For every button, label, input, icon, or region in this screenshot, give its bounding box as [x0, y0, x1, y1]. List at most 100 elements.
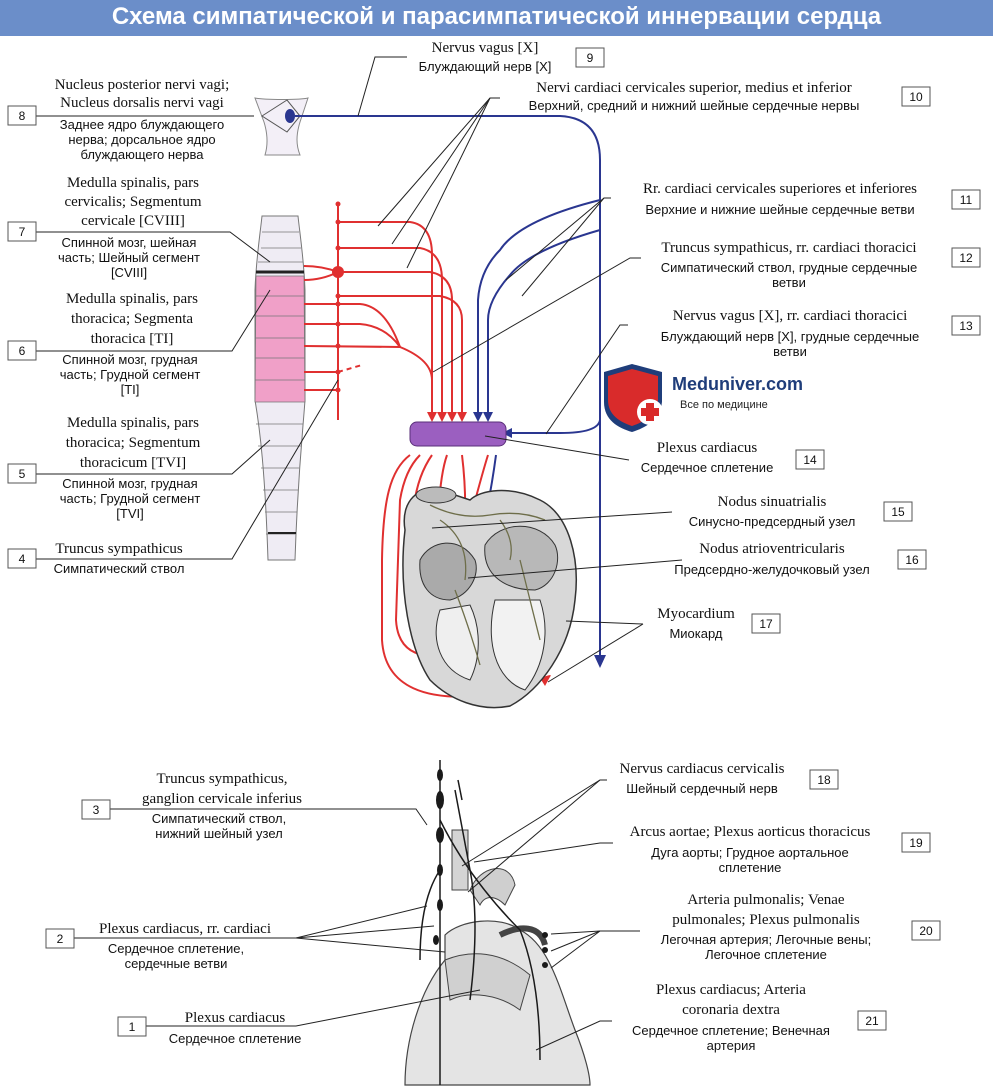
svg-text:18: 18: [817, 773, 831, 787]
svg-text:Симпатический ствол,: Симпатический ствол,: [152, 811, 286, 826]
vagal-nucleus-dot: [285, 109, 295, 123]
svg-text:Миокард: Миокард: [669, 626, 722, 641]
label-17: 17 Myocardium Миокард: [657, 606, 773, 641]
number-boxes: [7, 47, 981, 1037]
cardiac-plexus-bar: [409, 421, 507, 447]
svg-text:Сердечное сплетение; Венечная: Сердечное сплетение; Венечная: [632, 1023, 830, 1038]
svg-text:нижний шейный узел: нижний шейный узел: [155, 826, 282, 841]
svg-text:Предсердно-желудочковый узел: Предсердно-желудочковый узел: [674, 562, 869, 577]
label-11: 11 Rr. cardiaci cervicales superiores et…: [643, 181, 973, 217]
svg-text:Medulla spinalis, pars: Medulla spinalis, pars: [67, 415, 199, 431]
svg-text:Шейный сердечный нерв: Шейный сердечный нерв: [626, 781, 778, 796]
svg-text:ganglion cervicale inferius: ganglion cervicale inferius: [142, 791, 302, 807]
svg-text:19: 19: [909, 836, 923, 850]
svg-text:Plexus cardiacus: Plexus cardiacus: [185, 1010, 286, 1026]
svg-text:Спинной мозг, грудная: Спинной мозг, грудная: [62, 352, 197, 367]
svg-text:часть; Шейный сегмент: часть; Шейный сегмент: [58, 250, 200, 265]
label-18: 18 Nervus cardiacus cervicalis Шейный се…: [620, 761, 831, 796]
label-5: 5 Medulla spinalis, pars thoracica; Segm…: [19, 415, 201, 521]
svg-text:Сердечное сплетение: Сердечное сплетение: [169, 1031, 302, 1046]
svg-text:Симпатический ствол: Симпатический ствол: [54, 561, 185, 576]
svg-text:Легочная артерия; Легочные вен: Легочная артерия; Легочные вены;: [661, 932, 871, 947]
svg-text:7: 7: [19, 225, 26, 239]
svg-text:Заднее ядро блуждающего: Заднее ядро блуждающего: [60, 117, 224, 132]
svg-text:Верхний, средний и нижний шейн: Верхний, средний и нижний шейные сердечн…: [529, 98, 860, 113]
svg-text:14: 14: [803, 453, 817, 467]
svg-text:часть; Грудной сегмент: часть; Грудной сегмент: [60, 491, 201, 506]
svg-text:блуждающего нерва: блуждающего нерва: [80, 147, 204, 162]
svg-text:Myocardium: Myocardium: [657, 606, 735, 622]
svg-text:Nodus sinuatrialis: Nodus sinuatrialis: [718, 494, 827, 510]
label-14: 14 Plexus cardiacus Сердечное сплетение: [641, 440, 817, 475]
svg-text:Truncus sympathicus: Truncus sympathicus: [55, 541, 183, 557]
label-6: 6 Medulla spinalis, pars thoracica; Segm…: [19, 291, 201, 397]
svg-text:Nervus vagus [X]: Nervus vagus [X]: [432, 40, 539, 56]
title-banner: Схема симпатической и парасимпатической …: [0, 0, 993, 36]
svg-text:15: 15: [891, 505, 905, 519]
svg-text:сердечные ветви: сердечные ветви: [125, 956, 228, 971]
svg-text:Синусно-предсердный узел: Синусно-предсердный узел: [689, 514, 856, 529]
svg-text:13: 13: [959, 319, 973, 333]
svg-text:нерва; дорсальное ядро: нерва; дорсальное ядро: [68, 132, 215, 147]
svg-text:Plexus cardiacus; Arteria: Plexus cardiacus; Arteria: [656, 982, 806, 998]
svg-text:Medulla spinalis, pars: Medulla spinalis, pars: [66, 291, 198, 307]
svg-text:coronaria dextra: coronaria dextra: [682, 1002, 780, 1018]
svg-text:[CVIII]: [CVIII]: [111, 265, 147, 280]
svg-text:6: 6: [19, 344, 26, 358]
svg-text:Nucleus posterior nervi vagi;: Nucleus posterior nervi vagi;: [55, 77, 230, 93]
label-8: 8 Nucleus posterior nervi vagi; Nucleus …: [19, 77, 230, 162]
svg-text:cervicalis; Segmentum: cervicalis; Segmentum: [64, 194, 201, 210]
leader-lines: [36, 56, 683, 1051]
label-1: 1 Plexus cardiacus Сердечное сплетение: [129, 1010, 302, 1046]
svg-text:5: 5: [19, 467, 26, 481]
svg-text:Nodus atrioventricularis: Nodus atrioventricularis: [699, 541, 845, 557]
label-19: 19 Arcus aortae; Plexus aorticus thoraci…: [630, 824, 923, 875]
svg-text:cervicale [CVIII]: cervicale [CVIII]: [81, 213, 185, 229]
svg-text:21: 21: [865, 1014, 879, 1028]
svg-text:Блуждающий нерв [X], грудные с: Блуждающий нерв [X], грудные сердечные: [661, 329, 919, 344]
svg-text:8: 8: [19, 109, 26, 123]
thoracic-segments-pink: [254, 275, 306, 403]
svg-text:Верхние и нижние шейные сердеч: Верхние и нижние шейные сердечные ветви: [645, 202, 914, 217]
svg-text:thoracicum [TVI]: thoracicum [TVI]: [80, 455, 186, 471]
svg-text:Truncus sympathicus,: Truncus sympathicus,: [156, 771, 287, 787]
label-9: 9 Nervus vagus [X] Блуждающий нерв [X]: [419, 40, 594, 74]
label-15: 15 Nodus sinuatrialis Синусно-предсердны…: [689, 494, 905, 529]
svg-text:[TVI]: [TVI]: [116, 506, 143, 521]
heart-illustration-upper: [402, 486, 577, 709]
svg-text:Rr. cardiaci cervicales superi: Rr. cardiaci cervicales superiores et in…: [643, 181, 917, 197]
svg-text:9: 9: [587, 51, 594, 65]
svg-text:сплетение: сплетение: [719, 860, 782, 875]
svg-text:Arteria pulmonalis; Venae: Arteria pulmonalis; Venae: [687, 892, 845, 908]
svg-text:thoracica; Segmentum: thoracica; Segmentum: [66, 435, 201, 451]
heart-illustration-lower: [404, 760, 591, 1086]
svg-text:ветви: ветви: [773, 344, 807, 359]
svg-text:Arcus aortae; Plexus aorticus: Arcus aortae; Plexus aorticus thoracicus: [630, 824, 871, 840]
label-20: 20 Arteria pulmonalis; Venae pulmonales;…: [661, 892, 933, 962]
svg-text:16: 16: [905, 553, 919, 567]
label-13: 13 Nervus vagus [X], rr. cardiaci thorac…: [661, 308, 973, 359]
svg-text:Truncus sympathicus, rr. cardi: Truncus sympathicus, rr. cardiaci thorac…: [661, 240, 916, 256]
svg-text:4: 4: [19, 552, 26, 566]
svg-text:ветви: ветви: [772, 275, 806, 290]
label-4: 4 Truncus sympathicus Симпатический ство…: [19, 541, 185, 576]
meduniver-logo: Meduniver.com Все по медицине: [604, 364, 803, 432]
svg-text:Nucleus dorsalis nervi vagi: Nucleus dorsalis nervi vagi: [60, 95, 224, 111]
svg-text:12: 12: [959, 251, 973, 265]
svg-text:17: 17: [759, 617, 773, 631]
svg-text:Nervus cardiacus cervicalis: Nervus cardiacus cervicalis: [620, 761, 785, 777]
svg-text:2: 2: [57, 932, 64, 946]
svg-text:20: 20: [919, 924, 933, 938]
svg-text:Симпатический ствол, грудные с: Симпатический ствол, грудные сердечные: [661, 260, 918, 275]
svg-text:1: 1: [129, 1020, 136, 1034]
svg-text:thoracica; Segmenta: thoracica; Segmenta: [71, 311, 193, 327]
sympathetic-ganglia-dots: [332, 201, 344, 393]
label-10: 10 Nervi cardiaci cervicales superior, m…: [529, 80, 923, 113]
svg-text:10: 10: [909, 90, 923, 104]
svg-text:Блуждающий нерв [X]: Блуждающий нерв [X]: [419, 59, 552, 74]
svg-text:Plexus cardiacus: Plexus cardiacus: [657, 440, 758, 456]
spinal-cord-column: [254, 215, 306, 561]
label-3: 3 Truncus sympathicus, ganglion cervical…: [93, 771, 302, 841]
svg-text:Спинной мозг, шейная: Спинной мозг, шейная: [62, 235, 197, 250]
